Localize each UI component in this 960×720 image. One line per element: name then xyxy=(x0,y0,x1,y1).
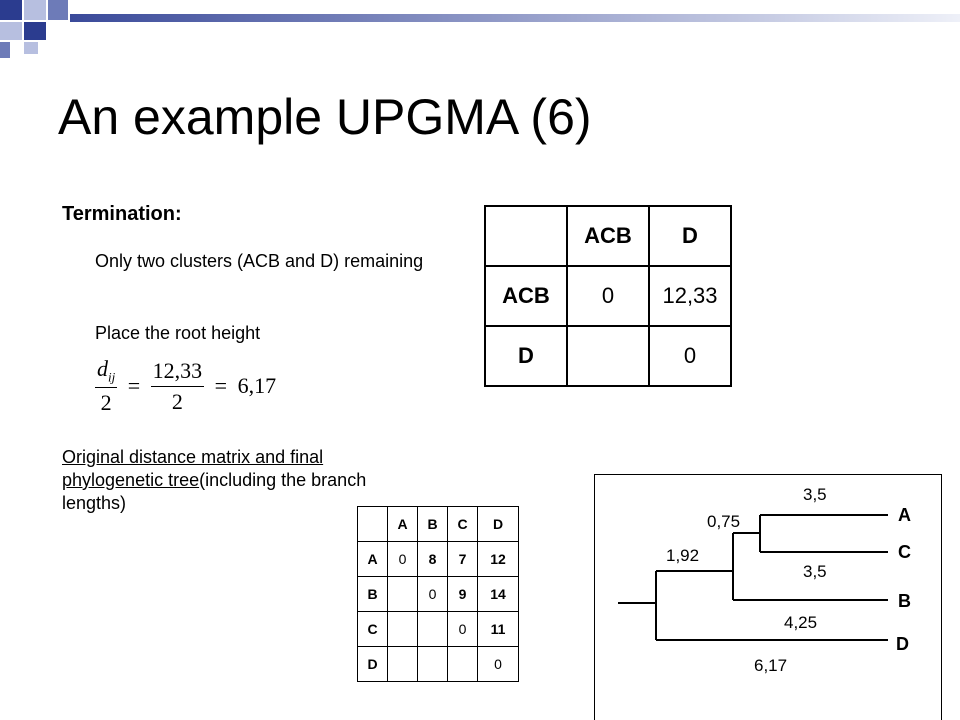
table-row: D 0 xyxy=(484,325,732,387)
branch-label-a: 3,5 xyxy=(803,485,827,504)
slide-title: An example UPGMA (6) xyxy=(58,89,592,145)
table-cell xyxy=(447,646,478,682)
table-header-row: ACB D xyxy=(484,205,732,267)
row-header: D xyxy=(484,325,568,387)
leaf-label-b: B xyxy=(898,591,911,611)
cluster-distance-matrix: ACB D ACB 0 12,33 D 0 xyxy=(484,205,732,387)
decor-square xyxy=(0,22,22,40)
leaf-label-c: C xyxy=(898,542,911,562)
row-header: B xyxy=(357,576,388,612)
table-cell: 0 xyxy=(477,646,519,682)
column-header: B xyxy=(417,506,448,542)
formula-equals: = xyxy=(214,373,228,399)
leaf-label-a: A xyxy=(898,505,911,525)
formula-result: 6,17 xyxy=(237,373,277,399)
branch-label-b: 4,25 xyxy=(784,613,817,632)
column-header: D xyxy=(477,506,519,542)
root-height-formula: dij 2 = 12,33 2 = 6,17 xyxy=(95,356,281,416)
caption: Original distance matrix and final phylo… xyxy=(62,446,404,515)
table-row: D 0 xyxy=(357,646,519,682)
formula-subscript: ij xyxy=(108,369,116,385)
table-cell xyxy=(387,576,418,612)
row-header: ACB xyxy=(484,265,568,327)
branch-label-d: 6,17 xyxy=(754,656,787,675)
table-cell: 0 xyxy=(566,265,650,327)
original-distance-matrix: A B C D A 0 8 7 12 B 0 9 14 C 0 11 D 0 xyxy=(357,506,519,682)
bullet-clusters: Only two clusters (ACB and D) remaining xyxy=(95,251,424,271)
formula-d: d xyxy=(97,356,108,381)
row-header: D xyxy=(357,646,388,682)
formula-fraction-dij: dij 2 xyxy=(95,356,118,416)
formula-denominator: 2 xyxy=(171,388,183,414)
branch-label-c: 3,5 xyxy=(803,562,827,581)
leaf-label-d: D xyxy=(896,634,909,654)
decor-square xyxy=(24,22,46,40)
formula-numerator: 12,33 xyxy=(150,358,205,387)
table-cell xyxy=(566,325,650,387)
decor-square xyxy=(24,42,38,54)
termination-heading: Termination: xyxy=(62,203,182,225)
bullet-root-height: Place the root height xyxy=(95,323,261,343)
formula-equals: = xyxy=(127,373,141,399)
phylogenetic-tree-panel xyxy=(594,474,942,720)
formula-denominator: 2 xyxy=(100,390,112,416)
decor-square xyxy=(24,0,46,20)
table-row: B 0 9 14 xyxy=(357,576,519,612)
branch-label-ac: 0,75 xyxy=(707,512,740,531)
column-header: ACB xyxy=(566,205,650,267)
decor-square xyxy=(48,0,68,20)
column-header: C xyxy=(447,506,478,542)
branch-label-acb: 1,92 xyxy=(666,546,699,565)
corner-cell xyxy=(484,205,568,267)
table-row: A 0 8 7 12 xyxy=(357,541,519,577)
formula-fraction-value: 12,33 2 xyxy=(150,358,205,415)
table-cell: 0 xyxy=(648,325,732,387)
decor-square xyxy=(0,0,22,20)
column-header: D xyxy=(648,205,732,267)
table-cell: 8 xyxy=(417,541,448,577)
caption-underlined: Original distance matrix and final phylo… xyxy=(62,447,324,490)
table-row: ACB 0 12,33 xyxy=(484,265,732,327)
decor-square xyxy=(0,42,10,58)
caption-rest: (including the branch lengths) xyxy=(62,470,367,513)
table-header-row: A B C D xyxy=(357,506,519,542)
table-cell: 12,33 xyxy=(648,265,732,327)
decor-gradient-bar xyxy=(70,14,960,22)
